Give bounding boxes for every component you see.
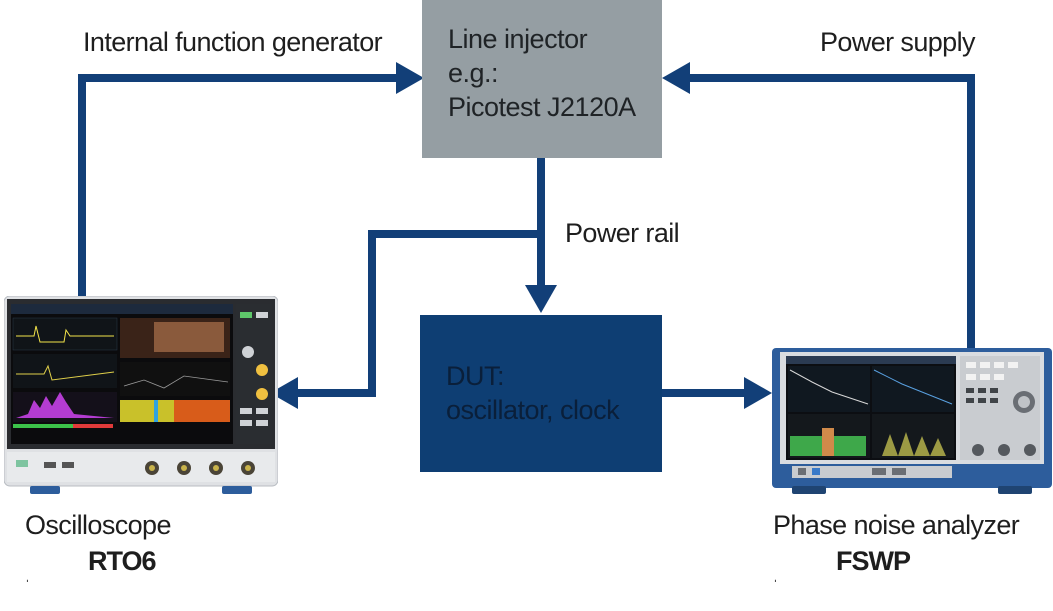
injector-line-2: e.g.: [448,58,499,88]
internal-function-generator-label: Internal function generator [83,27,383,57]
oscilloscope-image [4,296,278,494]
right-mark: ˌ [773,566,778,582]
phase-noise-analyzer-image [772,348,1052,494]
dut-box: DUT: oscillator, clock [420,315,662,472]
arrow-supply-to-injector [690,74,975,350]
arrow-rail-to-scope [296,230,541,397]
dut-line-2: oscillator, clock [446,395,620,425]
left-mark: ˌ [25,566,30,582]
dut-line-1: DUT: [446,361,505,391]
arrowhead-supply [662,62,690,94]
oscilloscope-label: Oscilloscope [25,510,171,540]
phase-noise-analyzer-label: Phase noise analyzer [773,510,1020,540]
fswp-label: FSWP [836,546,911,576]
rto6-label: RTO6 [88,546,157,576]
injector-line-1: Line injector [448,24,588,54]
arrow-fg-to-injector [78,74,402,298]
arrowhead-scope [270,377,298,409]
line-injector-box: Line injector e.g.: Picotest J2120A [422,0,662,158]
power-supply-label: Power supply [820,27,975,57]
power-rail-label: Power rail [565,218,680,248]
injector-line-3: Picotest J2120A [448,92,636,122]
arrowhead-fg [396,62,424,94]
arrowhead-dut [525,285,557,313]
arrowhead-analyzer [744,377,772,409]
